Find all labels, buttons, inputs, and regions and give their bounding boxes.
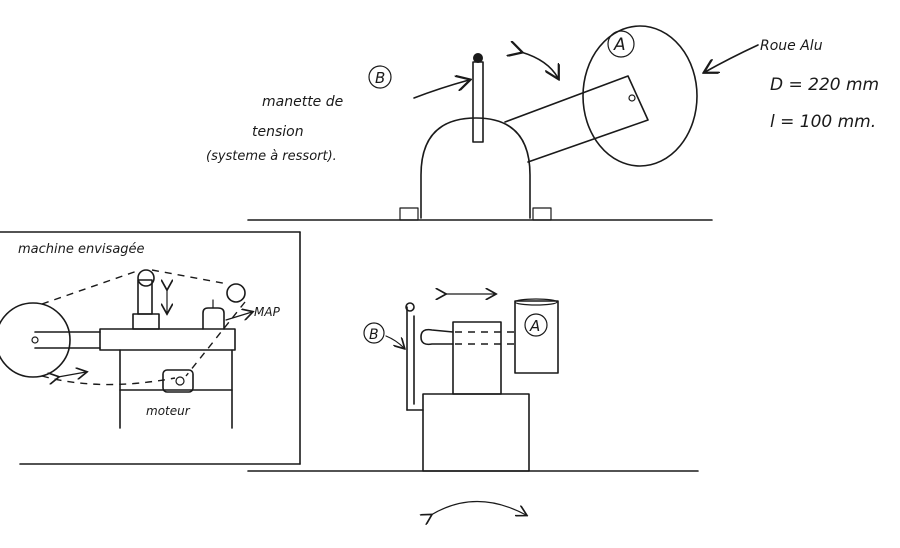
inset-table	[99, 328, 236, 351]
inset-motor-shaft	[175, 376, 185, 386]
lever-text-line1: manette de	[262, 94, 343, 110]
label-b-circle-front	[363, 322, 385, 344]
inset-belt-top-left	[41, 269, 141, 305]
lever-text-line3: (systeme à ressort).	[206, 149, 337, 164]
inset-wheel-hub	[31, 336, 39, 344]
foot-left	[399, 207, 419, 221]
tension-lever	[472, 61, 484, 143]
inset-post	[137, 279, 153, 315]
inset-map-label: MAP	[254, 305, 281, 319]
wheel-text-line1: Roue Alu	[760, 38, 823, 54]
inset-horizontal-arrow	[58, 372, 86, 377]
inset-belt-top-right	[151, 269, 229, 285]
side-view-drawing: B A manette de tension (systeme à ressor…	[206, 25, 879, 221]
inset-right-block	[202, 307, 225, 330]
front-wheel-a	[514, 300, 559, 374]
front-lever-pointer	[385, 335, 404, 348]
inset-motor	[162, 369, 194, 393]
arched-housing	[420, 117, 531, 219]
label-a-top: A	[613, 35, 626, 55]
wheel-a	[582, 25, 698, 167]
inset-title: machine envisagée	[18, 242, 145, 257]
arm-pivot	[628, 94, 636, 102]
front-wheel-top-rim	[514, 298, 558, 306]
label-a-circle-front	[524, 313, 548, 337]
inset-belt-motor	[185, 301, 246, 377]
inset-map-arrow	[225, 312, 252, 321]
wheel-text-line3: l = 100 mm.	[770, 112, 876, 132]
lever-pointer-arrow	[413, 80, 469, 99]
front-view-drawing: A B	[247, 294, 699, 516]
front-column	[452, 321, 502, 395]
inset-post-base	[132, 313, 160, 330]
lever-text-line2: tension	[252, 124, 304, 140]
inset-machine-sketch: machine envisagée moteur MAP	[0, 231, 301, 465]
front-base	[422, 393, 530, 472]
inset-post-pulley	[137, 269, 155, 287]
front-rotation-arrow	[431, 501, 526, 516]
inset-motor-label: moteur	[146, 404, 191, 418]
label-b-circle-top	[368, 65, 392, 89]
front-lever-knob	[405, 302, 415, 312]
label-b-front: B	[369, 327, 379, 343]
inset-belt-bottom	[41, 375, 176, 386]
label-b-top: B	[375, 69, 385, 87]
lever-knob	[473, 53, 483, 63]
foot-right	[532, 207, 552, 221]
wheel-arm	[504, 75, 649, 163]
inset-right-pulley	[226, 283, 246, 303]
label-a-front: A	[529, 317, 540, 335]
wheel-text-line2: D = 220 mm	[770, 75, 879, 95]
label-a-circle-top	[607, 30, 635, 58]
front-hub	[420, 328, 454, 346]
swing-arrow	[521, 52, 558, 78]
wheel-pointer-arrow	[705, 44, 759, 72]
inset-big-wheel	[0, 302, 71, 378]
